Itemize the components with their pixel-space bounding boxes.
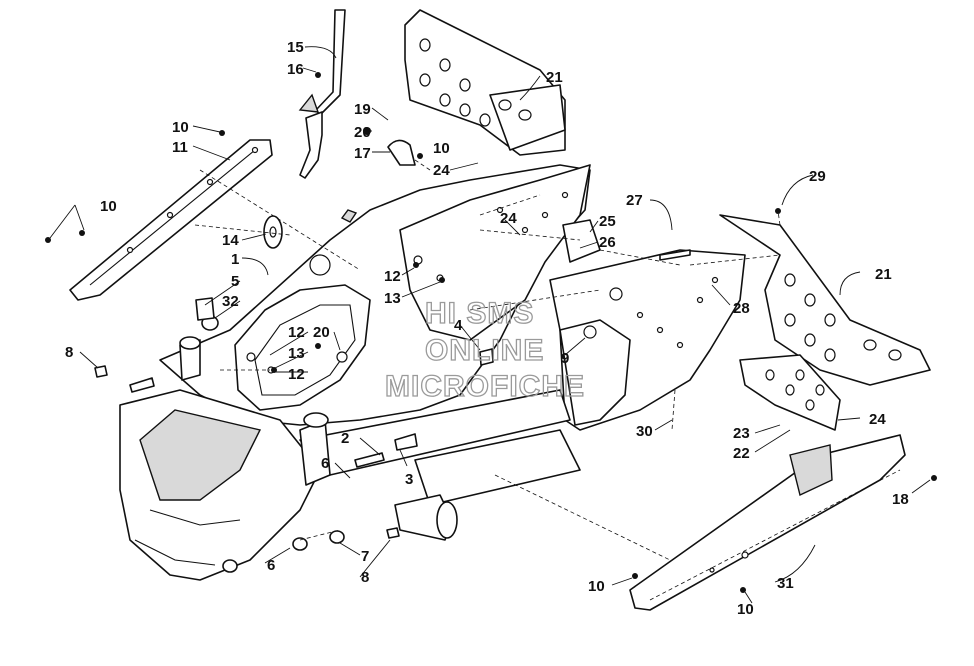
callout-12-c: 12 [384, 268, 401, 285]
callout-20-b: 20 [313, 324, 330, 341]
hardware [45, 72, 937, 593]
callout-7: 7 [361, 548, 369, 565]
part-15-steering-post [298, 9, 358, 223]
callout-14: 14 [222, 232, 239, 249]
callout-12-a: 12 [288, 324, 305, 341]
callout-2: 2 [341, 430, 349, 447]
callout-22: 22 [733, 445, 750, 462]
part-17-clamp [387, 139, 416, 166]
callout-31: 31 [777, 575, 794, 592]
watermark-line-1: HI SMS [425, 297, 534, 330]
callout-29: 29 [809, 168, 826, 185]
callout-17: 17 [354, 145, 371, 162]
callout-5: 5 [231, 273, 239, 290]
callout-12-b: 12 [288, 366, 305, 383]
callout-25: 25 [599, 213, 616, 230]
callout-9: 9 [561, 350, 569, 367]
part-21-lower-skid-plate [719, 214, 931, 386]
callout-24-a: 24 [433, 162, 450, 179]
part-10-bolt [417, 153, 423, 159]
part-22-plate [739, 354, 841, 431]
callout-1: 1 [231, 251, 239, 268]
part-31-right-rail [629, 434, 906, 611]
callout-21-a: 21 [546, 69, 563, 86]
callout-10-a: 10 [172, 119, 189, 136]
callout-6-a: 6 [321, 455, 329, 472]
callout-30: 30 [636, 423, 653, 440]
callout-13-b: 13 [384, 290, 401, 307]
callout-24-b: 24 [500, 210, 517, 227]
callout-8-a: 8 [65, 344, 73, 361]
callout-23: 23 [733, 425, 750, 442]
callout-27: 27 [626, 192, 643, 209]
assembly-lines [194, 159, 901, 601]
callout-26: 26 [599, 234, 616, 251]
callout-8-b: 8 [361, 569, 369, 586]
watermark-line-3: MICROFICHE [385, 370, 585, 403]
callouts: 15 16 10 11 10 19 20 17 10 24 21 14 1 5 … [65, 39, 909, 618]
callout-11: 11 [172, 139, 188, 156]
watermark-line-2: ONLINE [425, 334, 544, 367]
callout-4: 4 [454, 317, 463, 334]
callout-32: 32 [222, 293, 239, 310]
leader-lines [49, 46, 931, 604]
callout-10-b: 10 [100, 198, 117, 215]
callout-20-a: 20 [354, 124, 371, 141]
callout-15: 15 [287, 39, 304, 56]
part-14-roller [263, 215, 283, 249]
callout-18: 18 [892, 491, 909, 508]
callout-10-c: 10 [433, 140, 450, 157]
callout-10-d: 10 [588, 578, 605, 595]
callout-10-e: 10 [737, 601, 754, 618]
part-21-upper-skid-plate [404, 9, 566, 156]
callout-19: 19 [354, 101, 371, 118]
part-11-left-rail [69, 139, 273, 301]
callout-3: 3 [405, 471, 413, 488]
callout-28: 28 [733, 300, 750, 317]
callout-6-b: 6 [267, 557, 275, 574]
callout-21-b: 21 [875, 266, 892, 283]
watermark: HI SMS ONLINE MICROFICHE [384, 296, 585, 403]
callout-13-a: 13 [288, 345, 305, 362]
callout-24-c: 24 [869, 411, 886, 428]
callout-16: 16 [287, 61, 304, 78]
